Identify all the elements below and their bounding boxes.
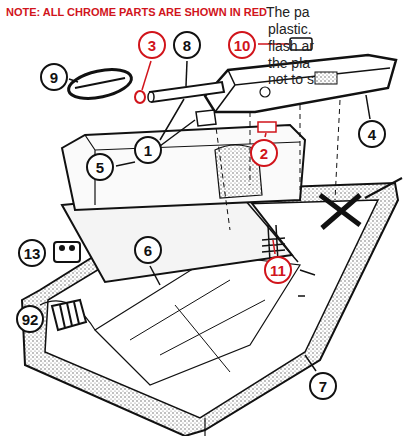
chrome-note: NOTE: ALL CHROME PARTS ARE SHOWN IN RED <box>6 6 267 18</box>
callout-number: 10 <box>234 38 251 53</box>
callout-circle: 5 <box>86 153 114 181</box>
callout-circle: 7 <box>309 372 337 400</box>
callout-circle: 8 <box>173 31 201 59</box>
callout-number: 6 <box>144 243 152 258</box>
callout-circle: 92 <box>16 305 44 333</box>
callout-circle: 13 <box>18 239 46 267</box>
callout-circle: 11 <box>264 256 292 284</box>
instruction-text: plastic. <box>268 21 312 37</box>
callout-number: 11 <box>270 263 286 278</box>
callout-circle: 2 <box>250 139 278 167</box>
callout-circle: 6 <box>134 236 162 264</box>
instruction-text: not to s <box>268 71 314 87</box>
callout-number: 2 <box>260 146 268 161</box>
callout-number: 13 <box>24 246 41 261</box>
callout-circle: 10 <box>228 31 256 59</box>
callout-number: 4 <box>368 127 376 142</box>
callout-number: 8 <box>183 38 191 53</box>
callout-number: 7 <box>319 379 327 394</box>
callout-number: 3 <box>148 38 156 53</box>
callout-number: 5 <box>96 160 104 175</box>
callout-number: 9 <box>50 70 58 85</box>
callout-circle: 9 <box>40 63 68 91</box>
callout-circle: 1 <box>134 136 162 164</box>
callout-circle: 3 <box>138 31 166 59</box>
instruction-text: The pa <box>266 4 310 20</box>
callout-circle: 4 <box>358 120 386 148</box>
callout-number: 92 <box>22 312 39 327</box>
instruction-text: flash ar <box>268 38 314 54</box>
instruction-text: the pla <box>268 55 310 71</box>
callout-number: 1 <box>144 143 152 158</box>
